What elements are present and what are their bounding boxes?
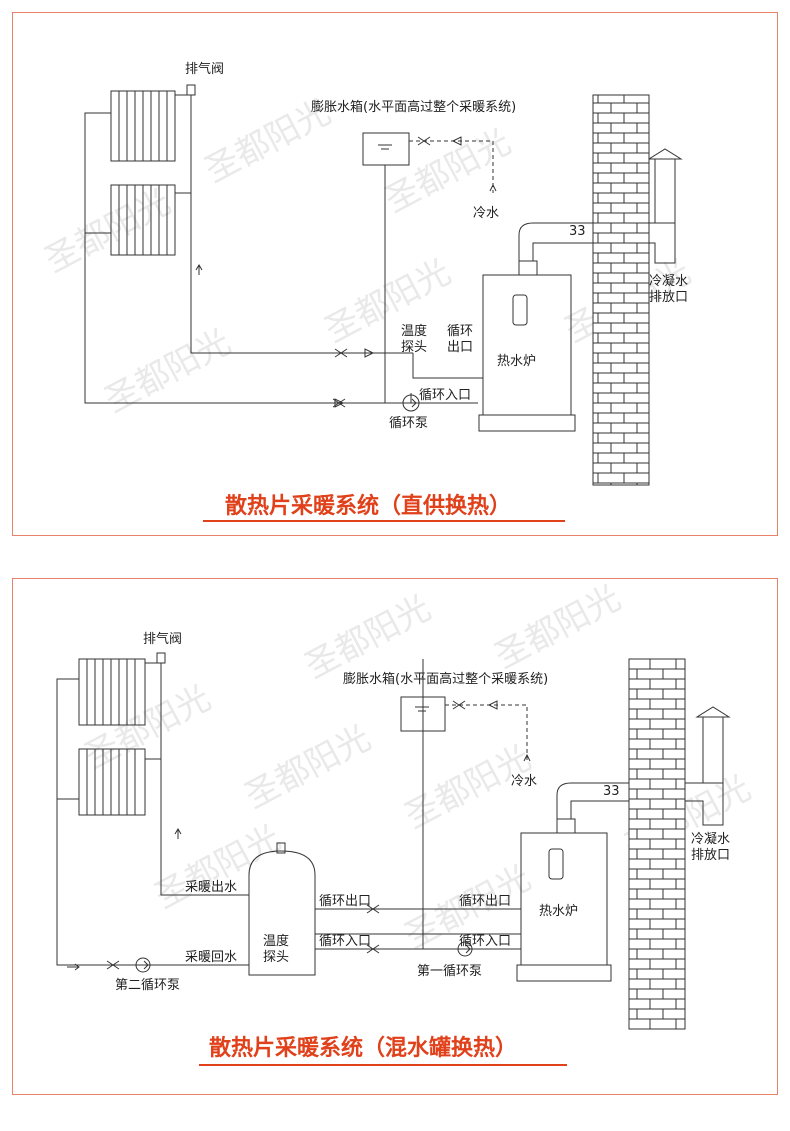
diagram-mixing-svg: 圣都阳光 圣都阳光 圣都阳光 圣都阳光 圣都阳光 圣都阳光 圣都阳光 圣都阳光 …	[56, 579, 757, 1066]
expansion-tank-label: 膨胀水箱(水平面高过整个采暖系统)	[311, 99, 516, 115]
boiler	[478, 260, 576, 432]
expansion-tank	[400, 696, 446, 732]
supply-return-piping	[84, 94, 483, 408]
svg-text:圣都阳光: 圣都阳光	[488, 579, 627, 677]
condensate-label-2: 排放口	[691, 848, 730, 863]
expansion-tank	[362, 132, 410, 166]
svg-text:圣都阳光: 圣都阳光	[78, 678, 217, 777]
vent-valve-label: 排气阀	[185, 61, 224, 77]
first-pump-icon	[457, 941, 473, 957]
svg-text:33: 33	[603, 784, 620, 799]
valve-return	[332, 398, 346, 408]
temp-probe-label-2: 探头	[263, 950, 289, 965]
radiator-lower	[78, 748, 146, 816]
boiler-label: 热水炉	[497, 354, 536, 369]
diagram-title: 散热片采暖系统（直供换热）	[225, 493, 511, 519]
diagram-direct-svg: 圣都阳光 圣都阳光 圣都阳光 圣都阳光 圣都阳光 圣都阳光 排气阀	[38, 61, 697, 522]
expansion-tank-label: 膨胀水箱(水平面高过整个采暖系统)	[343, 671, 548, 687]
radiator-upper	[78, 658, 146, 726]
vent-valve-icon	[186, 84, 196, 96]
circ-out-label-1: 循环	[447, 324, 473, 339]
boiler	[516, 818, 612, 982]
vent-valve-icon	[156, 652, 166, 664]
heating-return-label: 采暖回水	[185, 950, 237, 965]
condensate-label-1: 冷凝水	[691, 831, 730, 847]
boiler-label: 热水炉	[539, 904, 578, 919]
chimney-wall	[592, 94, 650, 486]
diagram-title: 散热片采暖系统（混水罐换热）	[209, 1035, 517, 1061]
svg-text:圣都阳光: 圣都阳光	[148, 818, 287, 917]
condensate-label-1: 冷凝水	[649, 273, 688, 289]
chimney-wall	[628, 658, 686, 1030]
first-pump-label: 第一循环泵	[417, 964, 482, 979]
flue-pipe: 33	[518, 148, 683, 264]
vent-valve-label: 排气阀	[143, 631, 182, 647]
radiator-lower	[110, 184, 176, 256]
mixing-tank	[248, 842, 316, 976]
heating-out-label: 采暖出水	[185, 880, 237, 895]
temp-probe-label-1: 温度	[401, 323, 427, 339]
condensate-label-2: 排放口	[649, 290, 688, 305]
temp-probe-label-1: 温度	[263, 933, 289, 949]
circ-out-left-label: 循环出口	[319, 894, 371, 909]
circulation-pump-label: 循环泵	[389, 416, 428, 431]
circ-in-label: 循环入口	[419, 388, 471, 403]
circ-in-left-label: 循环入口	[319, 934, 371, 949]
diagram-panel-direct: 圣都阳光 圣都阳光 圣都阳光 圣都阳光 圣都阳光 圣都阳光 排气阀	[12, 12, 778, 536]
svg-text:圣都阳光: 圣都阳光	[38, 182, 177, 281]
svg-text:圣都阳光: 圣都阳光	[318, 252, 457, 351]
svg-text:圣都阳光: 圣都阳光	[238, 718, 377, 817]
circ-in-right-label: 循环入口	[459, 934, 511, 949]
svg-text:33: 33	[569, 224, 586, 239]
second-pump-icon	[135, 957, 151, 973]
temp-probe-label-2: 探头	[401, 340, 427, 355]
circ-out-right-label: 循环出口	[459, 894, 511, 909]
circ-out-label-2: 出口	[447, 340, 473, 355]
valve-supply	[334, 348, 348, 358]
diagram-panel-mixing-tank: 圣都阳光 圣都阳光 圣都阳光 圣都阳光 圣都阳光 圣都阳光 圣都阳光 圣都阳光 …	[12, 578, 778, 1095]
svg-text:圣都阳光: 圣都阳光	[98, 322, 237, 421]
cold-water-label: 冷水	[473, 206, 499, 221]
cold-water-label: 冷水	[511, 774, 537, 789]
circulation-pump-icon	[402, 394, 420, 412]
flue-pipe: 33	[556, 706, 731, 826]
secondary-piping	[56, 662, 249, 971]
radiator-upper	[110, 90, 176, 162]
second-pump-label: 第二循环泵	[115, 978, 180, 993]
